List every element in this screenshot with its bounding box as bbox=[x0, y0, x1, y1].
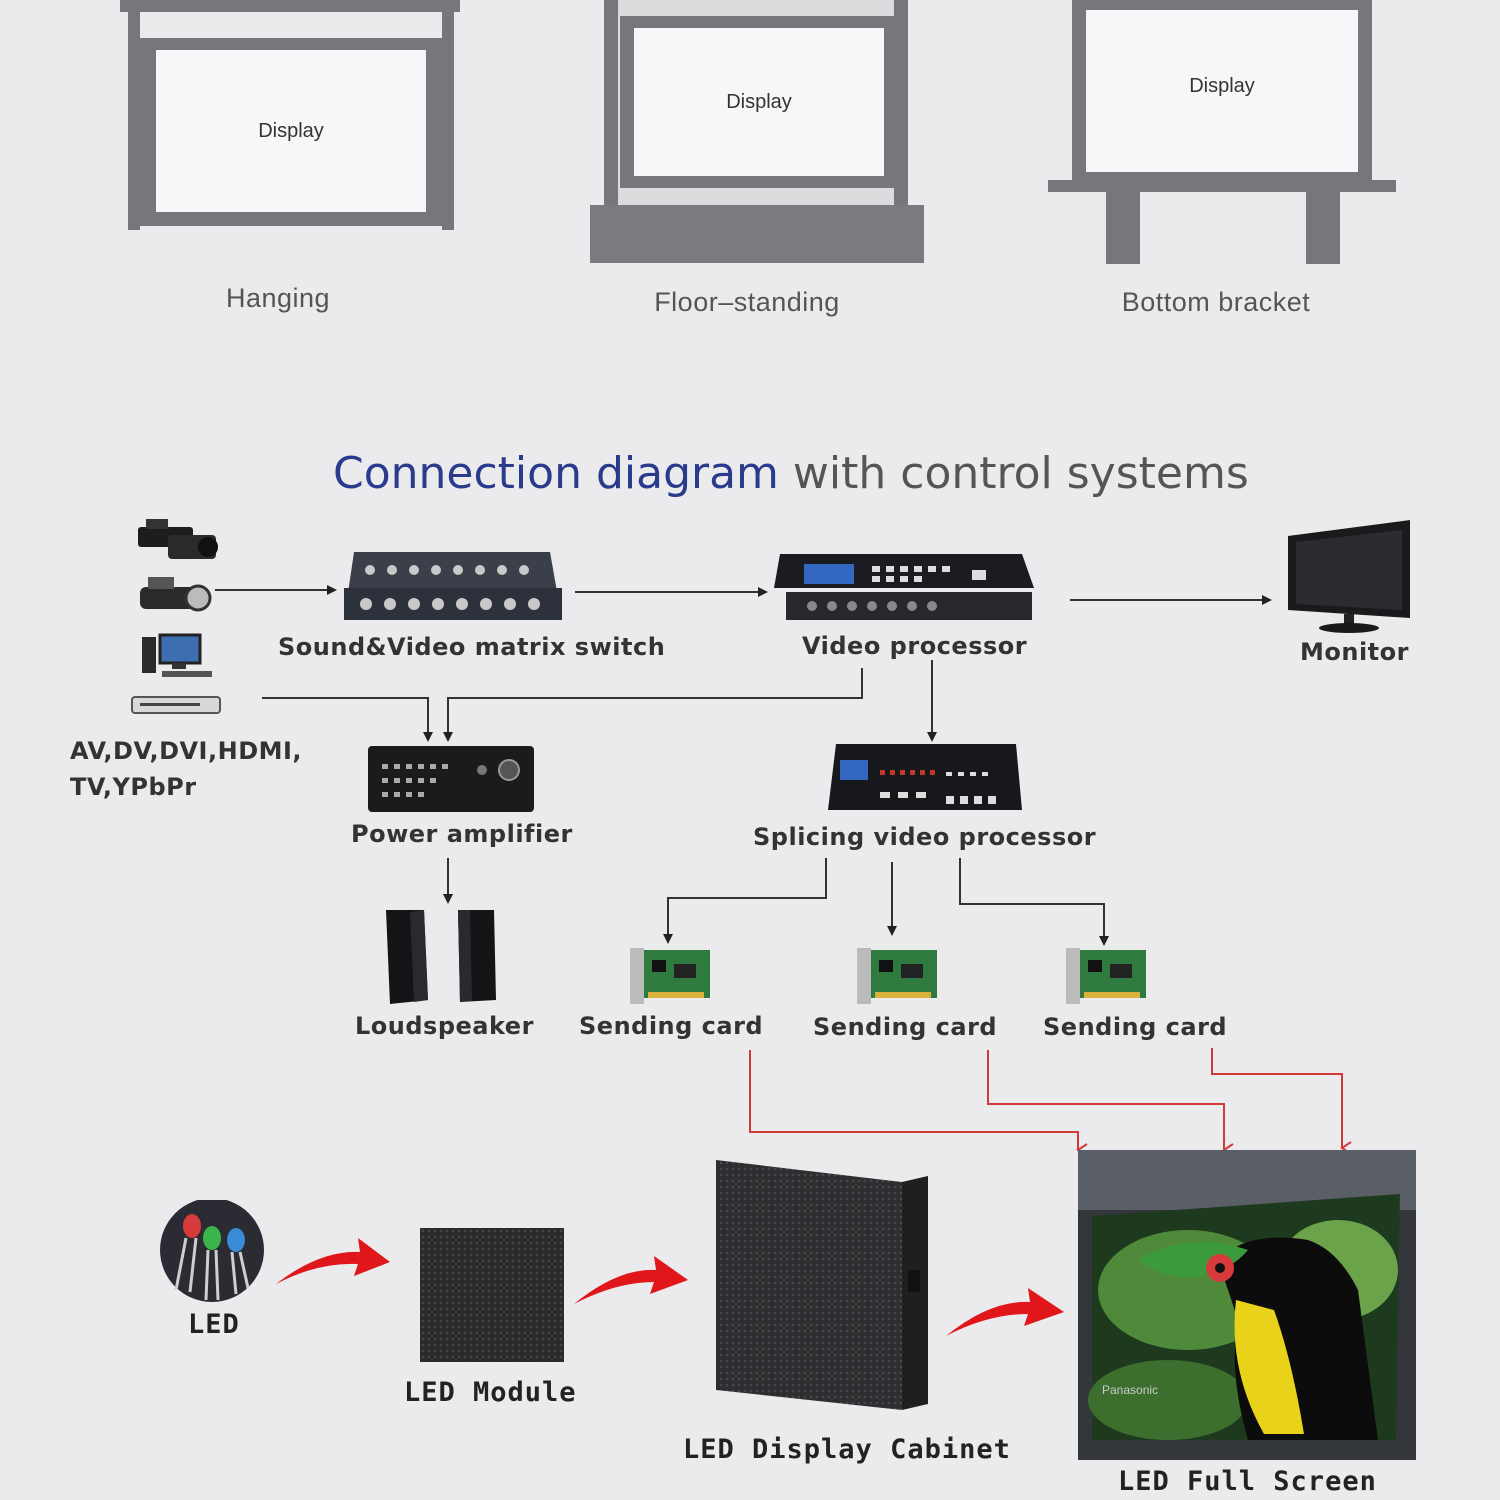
monitor-label: Monitor bbox=[1300, 638, 1409, 666]
handycam-icon bbox=[140, 577, 212, 612]
dvd-player-icon bbox=[131, 696, 221, 714]
sending-card-label-3: Sending card bbox=[1043, 1013, 1228, 1041]
display-text: Display bbox=[258, 119, 324, 142]
red-arrow-2 bbox=[574, 1256, 688, 1304]
line-splice-to-card1 bbox=[663, 858, 827, 944]
loudspeaker-label: Loudspeaker bbox=[355, 1012, 534, 1040]
sending-card-label-2: Sending card bbox=[813, 1013, 998, 1041]
line-splice-to-card3 bbox=[959, 858, 1109, 946]
red-arrow-3 bbox=[946, 1288, 1064, 1336]
camcorder-icon bbox=[138, 519, 218, 559]
led-module-label: LED Module bbox=[404, 1377, 577, 1408]
led-label: LED bbox=[188, 1309, 240, 1340]
title-part-1: Connection diagram bbox=[333, 448, 779, 499]
hanging-label: Hanging bbox=[225, 283, 331, 313]
floor-base bbox=[590, 205, 924, 263]
monitor-icon bbox=[1288, 520, 1410, 633]
bracket-left-leg bbox=[1106, 190, 1140, 264]
source-devices bbox=[131, 519, 221, 714]
floor-display-screen: Display bbox=[634, 28, 884, 176]
sources-label: AV,DV,DVI,HDMI, TV,YPbPr bbox=[70, 737, 303, 801]
display-text: Display bbox=[1189, 74, 1255, 97]
led-module-icon bbox=[420, 1228, 564, 1362]
red-arrow-1 bbox=[276, 1238, 390, 1284]
loudspeaker-icon bbox=[386, 910, 496, 1004]
red-line-card3-to-screen bbox=[1211, 1048, 1352, 1155]
red-line-card1-to-screen bbox=[749, 1050, 1088, 1157]
sending-card-label-1: Sending card bbox=[579, 1012, 764, 1040]
hanging-left-post bbox=[128, 0, 140, 230]
computer-icon bbox=[142, 633, 212, 677]
amplifier-device bbox=[368, 746, 534, 812]
hanging-right-post bbox=[442, 0, 454, 230]
sending-card-icon bbox=[1066, 948, 1146, 1004]
led-screen-image: Panasonic bbox=[1078, 1150, 1416, 1460]
matrix-switch-device bbox=[344, 552, 562, 620]
led-bulbs-icon bbox=[160, 1200, 264, 1302]
bracket-display-screen: Display bbox=[1086, 10, 1358, 172]
led-cabinet-label: LED Display Cabinet bbox=[683, 1434, 1011, 1465]
bracket-crossbar bbox=[1048, 180, 1396, 192]
power-amplifier-label: Power amplifier bbox=[351, 820, 573, 848]
sending-card-icon bbox=[857, 948, 937, 1004]
line-sources-to-amplifier bbox=[262, 697, 433, 742]
video-processor-label: Video processor bbox=[802, 632, 1028, 660]
matrix-switch-label: Sound&Video matrix switch bbox=[278, 633, 666, 661]
red-line-card2-to-screen bbox=[987, 1050, 1234, 1157]
splicing-processor-label: Splicing video processor bbox=[753, 823, 1097, 851]
bottom-bracket-label: Bottom bracket bbox=[1121, 287, 1311, 317]
floor-standing-label: Floor–standing bbox=[654, 287, 840, 317]
video-processor-device bbox=[774, 554, 1034, 620]
line-processor-to-amplifier bbox=[443, 668, 863, 742]
sending-card-icon bbox=[630, 948, 710, 1004]
bracket-right-leg bbox=[1306, 190, 1340, 264]
splicing-processor-device bbox=[828, 744, 1022, 810]
diagram-title: Connection diagram with control systems bbox=[333, 448, 1249, 499]
hanging-display-screen: Display bbox=[156, 50, 426, 212]
led-full-screen-label: LED Full Screen bbox=[1118, 1466, 1377, 1497]
led-cabinet-icon bbox=[716, 1160, 928, 1410]
hanging-top-beam bbox=[120, 0, 460, 12]
screen-brand-text: Panasonic bbox=[1102, 1383, 1158, 1397]
display-text: Display bbox=[726, 90, 792, 113]
title-part-2: with control systems bbox=[792, 448, 1249, 499]
